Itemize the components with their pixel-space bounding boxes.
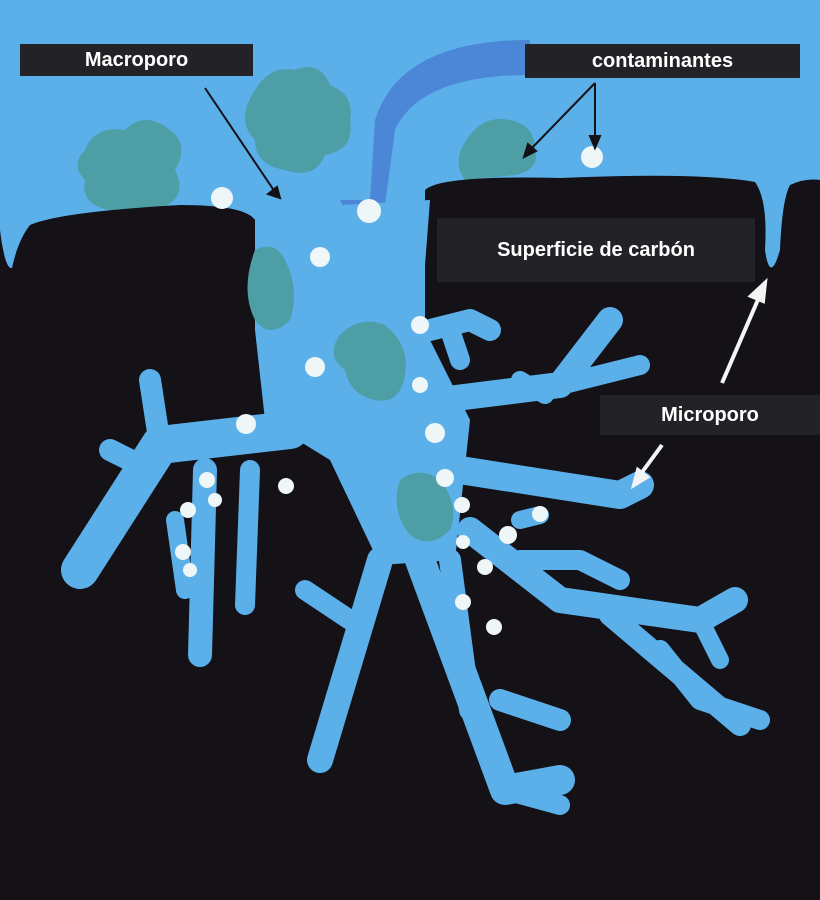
contaminant-blobs <box>77 67 536 220</box>
micropore-network <box>61 307 770 815</box>
micropore-pointer-arrows <box>630 277 768 490</box>
contaminant-blob <box>245 67 351 173</box>
contaminant-blob <box>458 119 536 180</box>
label-contaminantes: contaminantes <box>525 44 800 78</box>
label-microporo: Microporo <box>600 395 820 435</box>
label-macroporo: Macroporo <box>20 44 253 76</box>
contaminant-blob <box>77 120 182 220</box>
adsorbed-contaminants <box>247 246 454 542</box>
label-superficie-de-carbon: Superficie de carbón <box>437 218 755 282</box>
pointer-arrows <box>204 82 602 200</box>
contaminant-dots <box>175 146 603 635</box>
